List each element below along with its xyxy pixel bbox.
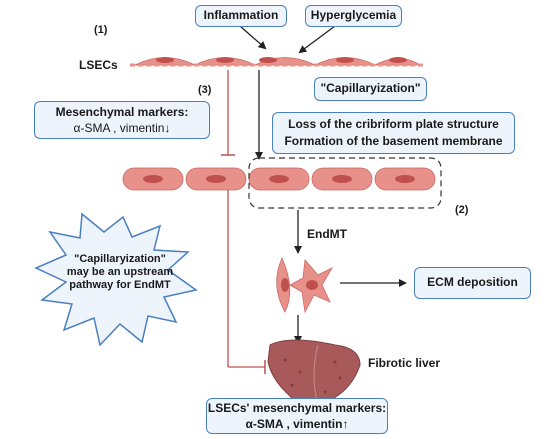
inflammation-box: Inflammation bbox=[195, 5, 287, 27]
endmt-label: EndMT bbox=[307, 227, 347, 241]
basement-membrane-text: Formation of the basement membrane bbox=[284, 134, 503, 148]
inflammation-arrow bbox=[239, 25, 267, 50]
lsecs-markers-values: α-SMA , vimentin↑ bbox=[245, 417, 349, 431]
fibrotic-liver-label: Fibrotic liver bbox=[368, 356, 441, 370]
marker-2: (2) bbox=[455, 204, 469, 216]
marker-3: (3) bbox=[198, 84, 212, 96]
burst-text: "Capillaryization" may be an upstream pa… bbox=[66, 253, 174, 292]
lsecs-mesenchymal-box: LSECs' mesenchymal markers: α-SMA , vime… bbox=[206, 398, 388, 434]
starburst-shape bbox=[34, 212, 198, 347]
lsec-cell-row-top bbox=[130, 57, 425, 67]
mesenchymal-markers-values: α-SMA , vimentin↓ bbox=[73, 121, 171, 135]
capillarization-box: "Capillaryization" bbox=[314, 77, 427, 101]
endmt-region-box bbox=[248, 157, 442, 209]
mesenchymal-markers-title: Mesenchymal markers: bbox=[55, 105, 189, 119]
mesenchymal-cells bbox=[276, 257, 334, 314]
loss-cribriform-text: Loss of the cribriform plate structure bbox=[288, 117, 499, 131]
ecm-deposition-box: ECM deposition bbox=[414, 267, 531, 299]
hyperglycemia-box: Hyperglycemia bbox=[305, 5, 402, 27]
hyperglycemia-arrow bbox=[298, 25, 336, 54]
lsecs-markers-title: LSECs' mesenchymal markers: bbox=[207, 401, 387, 415]
basement-membrane-box: Loss of the cribriform plate structure F… bbox=[272, 112, 515, 154]
mesenchymal-markers-box: Mesenchymal markers: α-SMA , vimentin↓ bbox=[34, 101, 210, 139]
fibrotic-liver-illustration bbox=[267, 339, 361, 407]
marker-1: (1) bbox=[94, 24, 108, 36]
capillarized-cell-row bbox=[122, 167, 436, 191]
lsecs-label: LSECs bbox=[79, 58, 118, 72]
